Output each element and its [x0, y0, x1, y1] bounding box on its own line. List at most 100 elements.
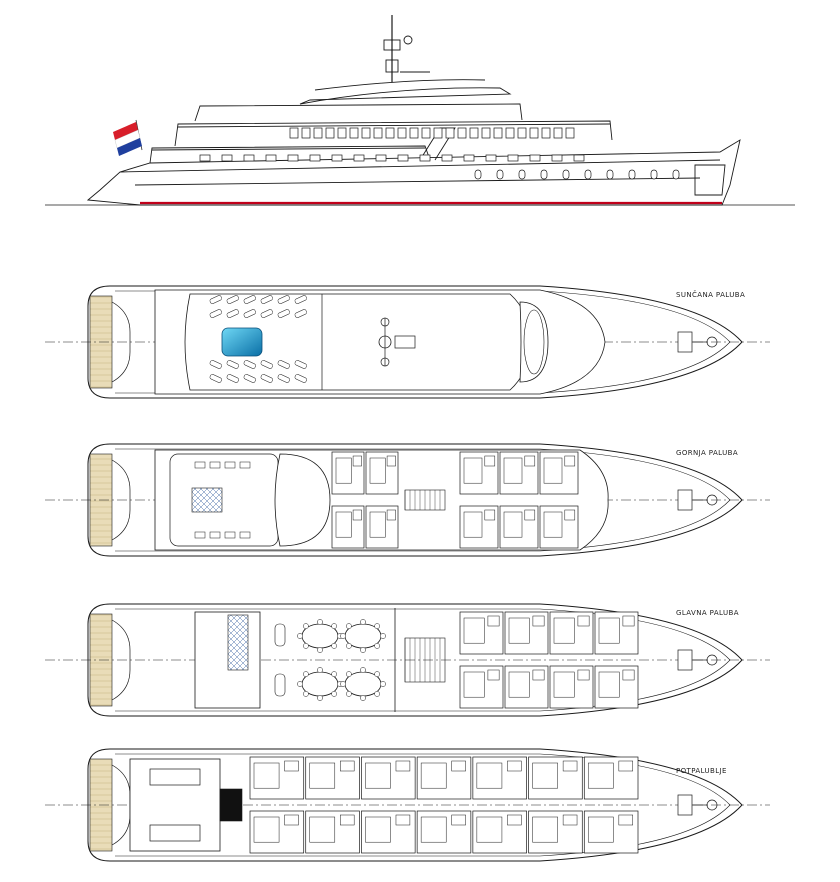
bathroom [484, 455, 496, 467]
sofa [274, 673, 286, 697]
chair [374, 671, 380, 677]
sun-lounger [260, 309, 273, 318]
bed [543, 457, 563, 484]
chair [317, 695, 323, 701]
sun-lounger [226, 360, 239, 369]
bed [588, 816, 614, 843]
bathroom [577, 615, 590, 627]
bed [253, 762, 280, 789]
chair [340, 633, 346, 639]
cabin [472, 810, 527, 854]
bed [309, 816, 336, 843]
cabin [594, 611, 639, 655]
bed [335, 511, 352, 538]
sun-lounger [209, 309, 222, 318]
profile-window [457, 127, 467, 139]
cabin [539, 451, 579, 495]
profile-window [243, 154, 255, 162]
sun-lounger [209, 374, 222, 383]
bathroom [340, 814, 355, 826]
profile-window [289, 127, 299, 139]
profile-window [553, 127, 563, 139]
chair [374, 691, 380, 697]
profile-window [419, 154, 431, 162]
profile-window [349, 127, 359, 139]
croatian-flag-icon [113, 119, 143, 156]
deck-chair [194, 531, 206, 539]
bathroom [487, 669, 500, 681]
bed [476, 762, 503, 789]
sun-lounger [277, 374, 290, 383]
bed [532, 816, 558, 843]
profile-window [565, 127, 575, 139]
bed [309, 762, 336, 789]
porthole [584, 169, 592, 180]
profile-window [221, 154, 233, 162]
profile-window [421, 127, 431, 139]
chair [297, 633, 303, 639]
chair [360, 667, 366, 673]
bathroom [524, 509, 536, 521]
profile-window [445, 127, 455, 139]
cabin [365, 505, 399, 549]
bed [420, 762, 447, 789]
bathroom [622, 615, 635, 627]
chair [317, 667, 323, 673]
bathroom [564, 455, 576, 467]
bed [503, 511, 523, 538]
bed [588, 762, 614, 789]
cabin [499, 505, 539, 549]
profile-window [529, 127, 539, 139]
profile-window [199, 154, 211, 162]
bathroom [487, 615, 500, 627]
chair [360, 619, 366, 625]
dining-table [191, 487, 223, 513]
deck-chair [209, 531, 221, 539]
cabin [528, 810, 583, 854]
bathroom [284, 760, 299, 772]
chair [374, 643, 380, 649]
bed [508, 617, 530, 644]
bed [543, 511, 563, 538]
profile-window [409, 127, 419, 139]
sun-lounger [243, 309, 256, 318]
profile-window [541, 127, 551, 139]
bed [598, 671, 620, 698]
profile-window [481, 127, 491, 139]
bed [365, 762, 391, 789]
bathroom [340, 760, 355, 772]
bathroom [524, 455, 536, 467]
cabin [472, 756, 527, 800]
sun-lounger [294, 360, 307, 369]
deck-plan-lower [45, 748, 770, 862]
profile-window [375, 154, 387, 162]
profile-window [463, 154, 475, 162]
bed [463, 617, 485, 644]
bathroom [352, 455, 362, 467]
cabin [331, 451, 365, 495]
profile-window [529, 154, 541, 162]
cabin [459, 665, 504, 709]
cabin [528, 756, 583, 800]
bed [365, 816, 391, 843]
profile-window [325, 127, 335, 139]
deck-label-sun: SUNČANA PALUBA [676, 291, 746, 299]
sun-lounger [226, 374, 239, 383]
profile-window [385, 127, 395, 139]
deck-chair [239, 531, 251, 539]
bed [476, 816, 503, 843]
sun-lounger [243, 360, 256, 369]
chair [346, 623, 352, 629]
deck-label-main: GLAVNA PALUBA [676, 609, 739, 617]
sun-lounger [277, 295, 290, 304]
porthole [628, 169, 636, 180]
chair [346, 671, 352, 677]
sun-lounger [260, 295, 273, 304]
sun-lounger [209, 295, 222, 304]
bed [463, 671, 485, 698]
bathroom [451, 760, 466, 772]
chair [360, 695, 366, 701]
chair [317, 647, 323, 653]
bed [463, 457, 483, 484]
